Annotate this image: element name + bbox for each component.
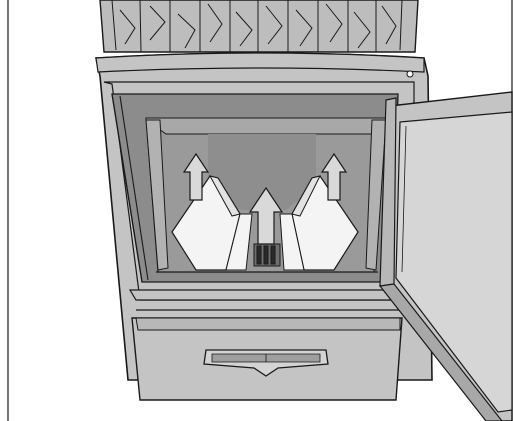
- grate: [254, 244, 280, 266]
- stone-basket: [100, 0, 418, 52]
- ash-drawer[interactable]: [132, 318, 402, 400]
